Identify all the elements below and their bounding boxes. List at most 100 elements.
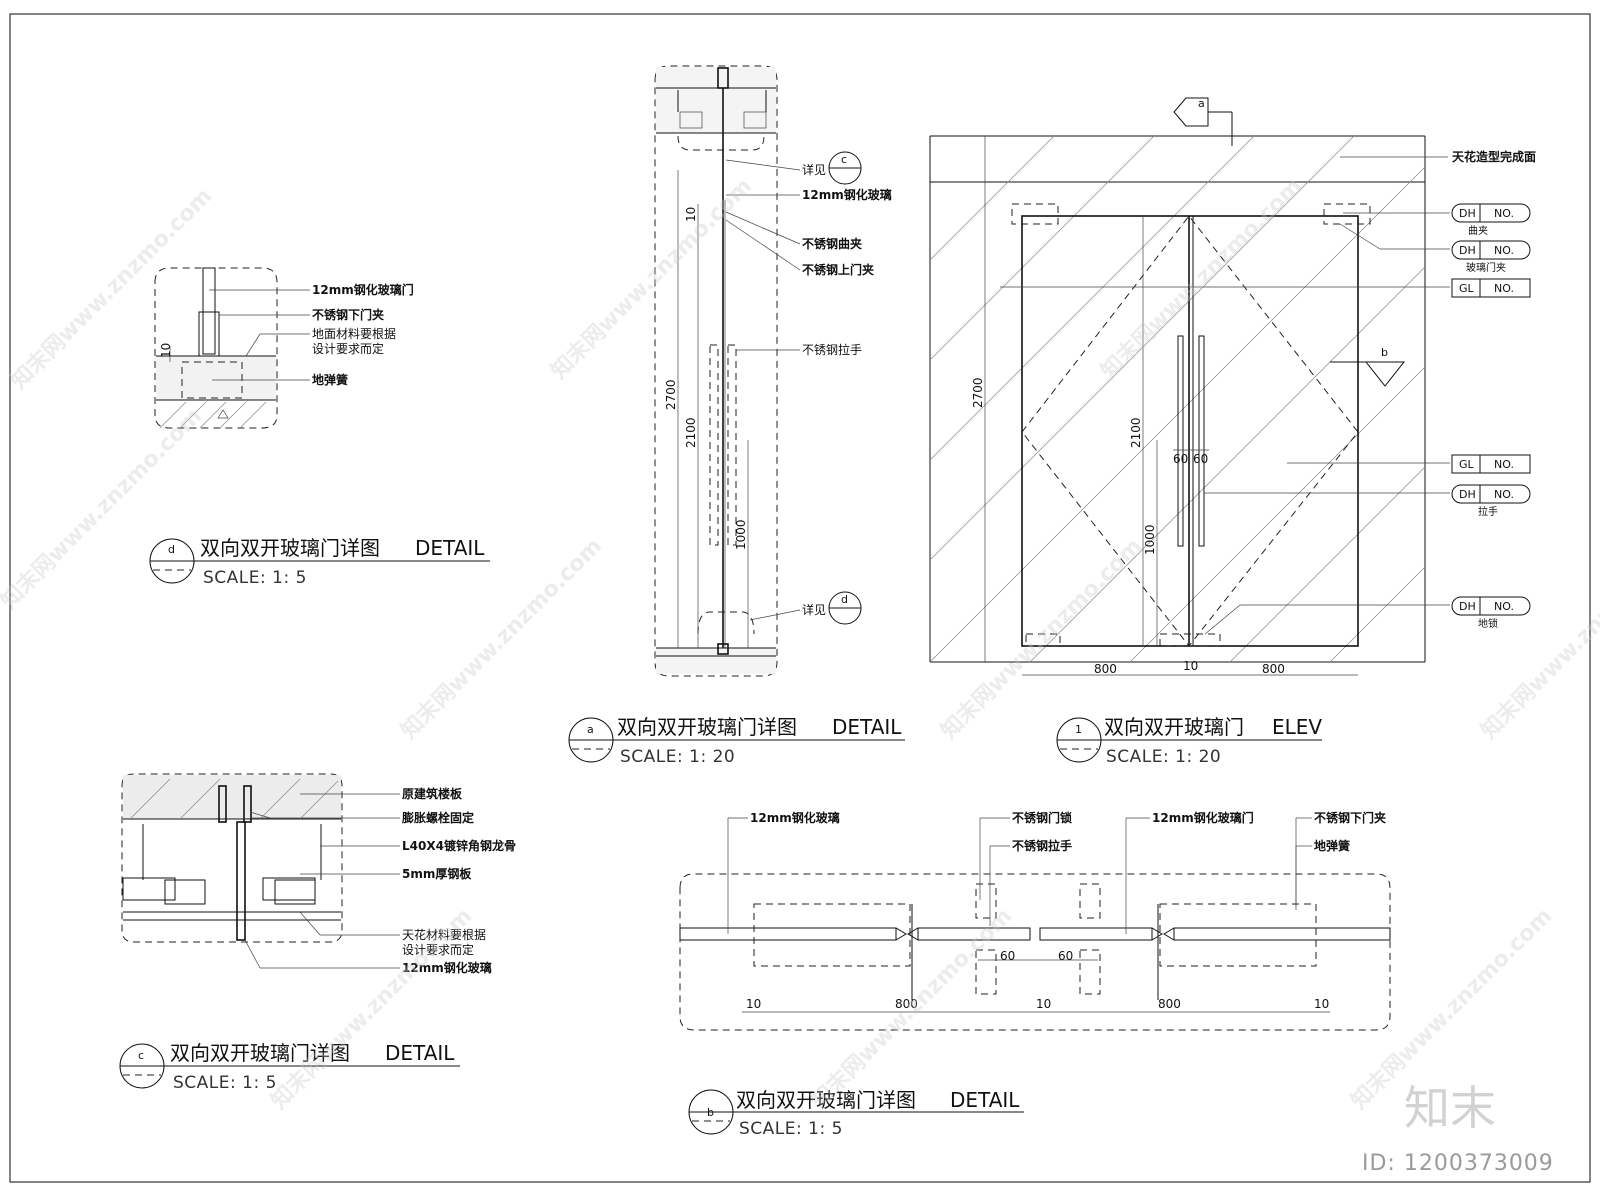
image-id-label: ID: 1200373009 [1362, 1151, 1554, 1176]
svg-text:DH: DH [1459, 600, 1476, 613]
detail-c-label-ceiling-note-1: 天花材料要根据 [402, 927, 486, 942]
svg-text:曲夹: 曲夹 [1468, 224, 1488, 237]
elev-dim-10: 10 [1183, 659, 1198, 673]
elev-dim-2700: 2700 [971, 377, 985, 408]
detail-c-label-ceiling-note-2: 设计要求而定 [402, 942, 474, 957]
detail-b: 60 60 10 800 10 800 10 12mm钢化玻璃 不锈钢门锁 不锈… [679, 810, 1391, 1139]
detail-b-label-handle: 不锈钢拉手 [1012, 838, 1072, 853]
label-floor-spring: 地弹簧 [312, 372, 348, 387]
svg-text:DH: DH [1459, 244, 1476, 257]
detail-c-label-steel-plate: 5mm厚钢板 [402, 866, 472, 881]
elev-tag-4: GL NO. [1451, 454, 1531, 474]
svg-text:DH: DH [1459, 207, 1476, 220]
detail-b-dim-10-c: 10 [1314, 997, 1329, 1011]
detail-d-scale: SCALE: 1: 5 [203, 568, 307, 588]
elev-section-b-mark: b [1381, 346, 1388, 359]
svg-text:NO.: NO. [1494, 244, 1514, 257]
detail-c-label-anchor-bolt: 膨胀螺栓固定 [401, 810, 474, 825]
detail-d-floor-fill [156, 356, 276, 400]
detail-c-title: 双向双开玻璃门详图 [170, 1041, 350, 1065]
svg-text:NO.: NO. [1494, 488, 1514, 501]
elev-label-ceiling-finish: 天花造型完成面 [1452, 149, 1536, 164]
detail-a-dim-1000: 1000 [734, 519, 748, 550]
label-stainless-lower-clamp: 不锈钢下门夹 [312, 307, 384, 322]
detail-a-label-glass: 12mm钢化玻璃 [802, 187, 892, 202]
watermark-logo: 知末 [1404, 1081, 1496, 1135]
watermark-text-6: 知末网www.znzmo.com [936, 533, 1147, 744]
detail-c-label-angle-steel: L40X4镀锌角钢龙骨 [402, 838, 516, 853]
label-floor-material-note-2: 设计要求而定 [312, 341, 384, 356]
detail-b-dim-10-b: 10 [1036, 997, 1051, 1011]
svg-text:玻璃门夹: 玻璃门夹 [1466, 261, 1506, 274]
elev-tag-2: DH NO. 玻璃门夹 [1451, 240, 1531, 274]
detail-d-glass [202, 267, 216, 355]
sheet-border [9, 13, 1591, 1183]
detail-a-ref-c: c [841, 153, 847, 166]
elevation-1: 2700 2100 1000 60 60 800 10 800 a b 天花造型… [929, 97, 1536, 767]
elev-mark: 1 [1075, 723, 1082, 736]
detail-b-dim-60-left: 60 [1000, 949, 1015, 963]
detail-c-title-suffix: DETAIL [385, 1041, 455, 1065]
elev-dim-800-right: 800 [1262, 662, 1285, 676]
detail-c-label-slab: 原建筑楼板 [402, 786, 463, 801]
detail-d-mark: d [168, 543, 175, 556]
detail-d-title-suffix: DETAIL [415, 536, 485, 560]
svg-text:GL: GL [1459, 282, 1475, 295]
detail-b-label-lock: 不锈钢门锁 [1012, 810, 1072, 825]
watermark-text-3: 知末网www.znzmo.com [1096, 173, 1307, 384]
elev-scale: SCALE: 1: 20 [1106, 747, 1221, 767]
detail-b-scale: SCALE: 1: 5 [739, 1119, 843, 1139]
svg-text:DH: DH [1459, 488, 1476, 501]
detail-a-see-label-top: 详见 [802, 162, 826, 177]
detail-b-title-suffix: DETAIL [950, 1088, 1020, 1112]
label-12mm-tempered-glass-door: 12mm钢化玻璃门 [312, 282, 414, 297]
svg-text:地锁: 地锁 [1478, 617, 1498, 630]
detail-a-label-upper-clamp: 不锈钢上门夹 [802, 262, 874, 277]
detail-d-callout-boundary [154, 267, 278, 429]
detail-a-dim-2700: 2700 [664, 379, 678, 410]
detail-a-section-boundary [654, 65, 778, 677]
detail-a-label-handle: 不锈钢拉手 [802, 342, 862, 357]
svg-text:GL: GL [1459, 458, 1475, 471]
detail-b-dim-10-a: 10 [746, 997, 761, 1011]
detail-a-dim-2100: 2100 [684, 417, 698, 448]
door-swing-lines [1021, 215, 1359, 647]
watermark-text-2: 知末网www.znzmo.com [546, 173, 757, 384]
elev-dim-60-left: 60 [1173, 452, 1188, 466]
watermark-layer: 知末网www.znzmo.com 知末网www.znzmo.com 知末网www… [0, 173, 1600, 1114]
detail-d-lower-clamp [198, 311, 220, 357]
detail-b-dim-800-left: 800 [895, 997, 918, 1011]
elev-dim-800-left: 800 [1094, 662, 1117, 676]
detail-c-scale: SCALE: 1: 5 [173, 1073, 277, 1093]
elev-dim-2100: 2100 [1129, 417, 1143, 448]
detail-d-dim-10: 10 [159, 343, 173, 358]
detail-a-ref-d: d [841, 593, 848, 606]
detail-c: 原建筑楼板 膨胀螺栓固定 L40X4镀锌角钢龙骨 5mm厚钢板 天花材料要根据 … [119, 773, 516, 1093]
detail-b-dim-60-right: 60 [1058, 949, 1073, 963]
detail-b-title: 双向双开玻璃门详图 [736, 1088, 916, 1112]
detail-b-label-floor-spring: 地弹簧 [1314, 838, 1350, 853]
detail-c-label-glass: 12mm钢化玻璃 [402, 960, 492, 975]
detail-a-label-curved-clamp: 不锈钢曲夹 [802, 236, 862, 251]
detail-b-mark: b [707, 1106, 714, 1119]
detail-d: 10 12mm钢化玻璃门 不锈钢下门夹 地面材料要根据 设计要求而定 地弹簧 d… [149, 267, 490, 588]
detail-a-scale: SCALE: 1: 20 [620, 747, 735, 767]
detail-a: 10 2700 2100 1000 详见 c 12mm钢化玻璃 不锈钢曲夹 不锈… [568, 65, 905, 767]
watermark-text-9: 知末网www.znzmo.com [806, 903, 1017, 1114]
watermark-text-5: 知末网www.znzmo.com [396, 533, 607, 744]
detail-a-title-suffix: DETAIL [832, 715, 902, 739]
watermark-text-7: 知末网www.znzmo.com [1476, 533, 1600, 744]
detail-b-dim-800-right: 800 [1158, 997, 1181, 1011]
svg-text:NO.: NO. [1494, 458, 1514, 471]
detail-a-dim-10: 10 [684, 207, 698, 222]
detail-a-title: 双向双开玻璃门详图 [617, 715, 797, 739]
elev-title-suffix: ELEV [1272, 715, 1322, 739]
elev-dim-1000: 1000 [1143, 524, 1157, 555]
detail-b-label-glass-door: 12mm钢化玻璃门 [1152, 810, 1254, 825]
detail-b-label-glass: 12mm钢化玻璃 [750, 810, 840, 825]
